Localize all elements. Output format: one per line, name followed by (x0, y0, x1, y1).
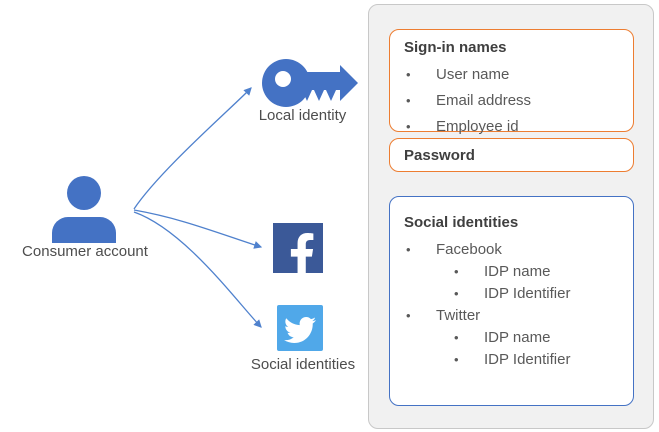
consumer-account-attributes-panel: Sign-in names • User name • Email addres… (368, 4, 654, 429)
list-item: • Facebook (404, 239, 627, 261)
curved-arrow-connectors (133, 87, 263, 328)
signin-item-label: Employee id (436, 118, 519, 135)
arrow-to-twitter (133, 211, 262, 328)
bullet: • (454, 352, 459, 367)
facebook-icon (273, 223, 323, 273)
provider-attr: IDP Identifier (484, 351, 571, 368)
local-identity-label: Local identity (258, 107, 347, 124)
list-item: • IDP name (404, 327, 627, 349)
list-item: • Employee id (404, 114, 627, 140)
list-item: • IDP Identifier (404, 283, 627, 305)
social-identities-title: Social identities (404, 214, 519, 231)
bullet: • (406, 67, 411, 82)
list-item: • IDP name (404, 261, 627, 283)
signin-item-label: Email address (436, 92, 532, 109)
bullet: • (406, 308, 411, 323)
list-item: • Twitter (404, 305, 627, 327)
bullet: • (454, 330, 459, 345)
signin-item-label: User name (436, 66, 510, 83)
list-item: • Email address (404, 88, 627, 114)
twitter-bird-glyph (284, 317, 316, 343)
twitter-icon (277, 305, 323, 351)
consumer-account-label: Consumer account (22, 243, 148, 260)
provider-attr: IDP name (484, 329, 551, 346)
signin-names-title: Sign-in names (404, 39, 507, 56)
provider-attr: IDP name (484, 263, 551, 280)
list-item: • User name (404, 62, 627, 88)
bullet: • (406, 93, 411, 108)
facebook-f-glyph (290, 233, 314, 273)
password-title: Password (404, 147, 475, 164)
social-identities-box: Social identities • Facebook • IDP name … (389, 196, 634, 406)
provider-attr: IDP Identifier (484, 285, 571, 302)
bullet: • (454, 286, 459, 301)
arrow-to-facebook (133, 209, 263, 249)
local-identity-key-icon (262, 59, 358, 107)
provider-name: Twitter (436, 307, 481, 324)
arrow-to-local-identity (133, 87, 252, 210)
password-box: Password (389, 138, 634, 172)
bullet: • (454, 264, 459, 279)
social-identities-label: Social identities (250, 356, 356, 373)
signin-names-box: Sign-in names • User name • Email addres… (389, 29, 634, 135)
bullet: • (406, 242, 411, 257)
consumer-account-person-icon (52, 176, 116, 243)
bullet: • (406, 119, 411, 134)
provider-name: Facebook (436, 241, 502, 258)
list-item: • IDP Identifier (404, 349, 627, 371)
